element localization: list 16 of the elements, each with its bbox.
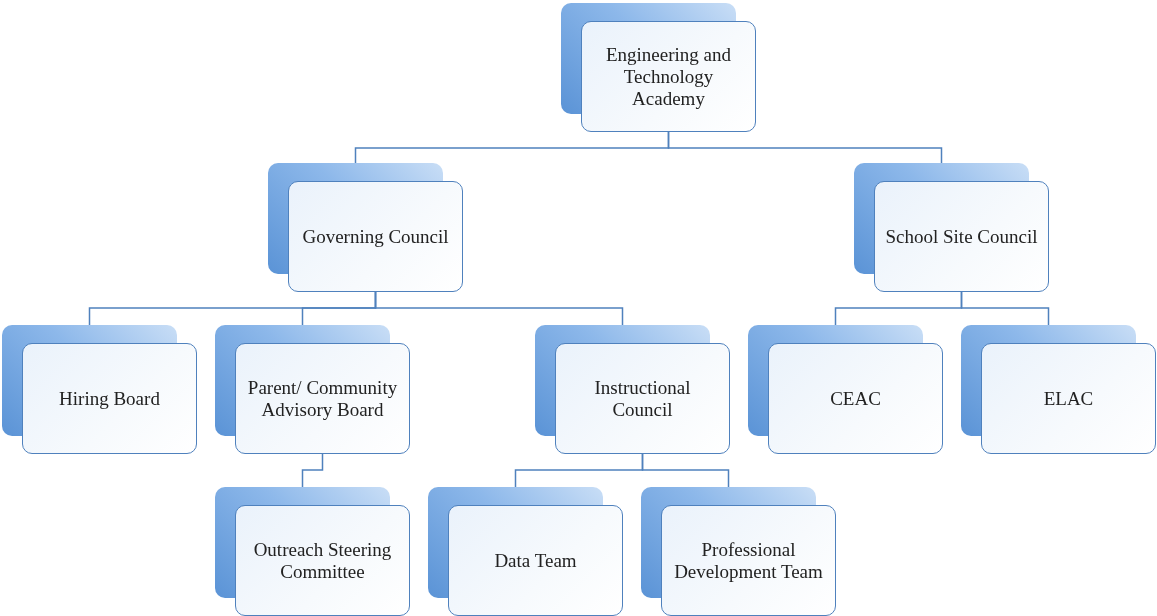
- unit-name: CEAC: [830, 387, 881, 410]
- unit-name: School Site Council: [885, 225, 1038, 248]
- unit-name: Engineering and Technology Academy: [604, 43, 732, 110]
- connector-line: [667, 131, 943, 164]
- connector-line: [960, 291, 1050, 326]
- connector-line: [641, 453, 730, 488]
- unit-name: Parent/ Community Advisory Board: [246, 376, 399, 421]
- connector-line: [374, 291, 624, 326]
- unit-name: Instructional Council: [593, 376, 692, 421]
- unit-name: Outreach Steering Committee: [252, 538, 393, 583]
- unit-name: Hiring Board: [59, 387, 160, 410]
- unit-name: Data Team: [494, 549, 577, 572]
- unit-name: Professional Development Team: [673, 538, 824, 583]
- connector-line: [301, 453, 324, 488]
- unit-name: Governing Council: [302, 225, 449, 248]
- unit-name: ELAC: [1043, 387, 1094, 410]
